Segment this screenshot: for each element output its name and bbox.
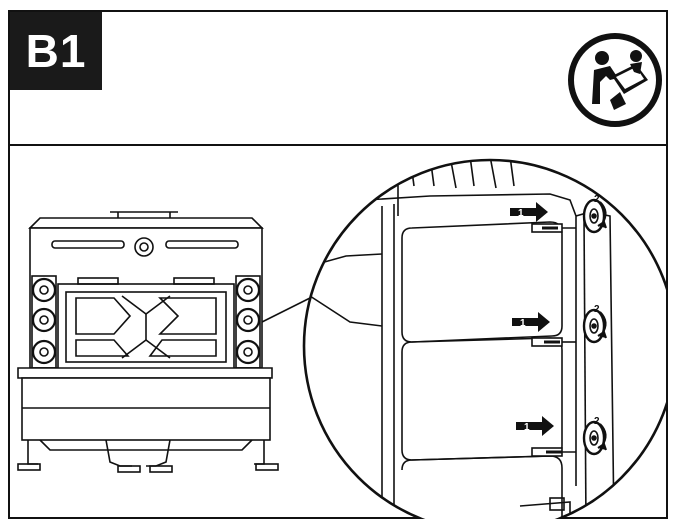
- zoom-circle-border: [302, 158, 666, 519]
- two-person-lift-icon: [568, 33, 662, 127]
- turn-arrow-label: 2: [594, 194, 600, 205]
- step-number-badge: B1: [10, 12, 102, 90]
- push-arrow-label: 1: [524, 422, 530, 433]
- push-arrow-label: 1: [520, 318, 526, 329]
- turn-arrow-top: 2: [594, 194, 607, 229]
- push-arrow-bottom: 1: [516, 416, 554, 436]
- appliance-unit: [17, 211, 279, 473]
- illustration-canvas: 1 1 1 2 2: [17, 158, 666, 519]
- instruction-panel: B1: [8, 10, 668, 519]
- turn-arrow-label: 2: [594, 304, 600, 315]
- step-header: B1: [10, 12, 666, 146]
- turn-arrow-bottom: 2: [594, 416, 607, 451]
- push-arrow-middle: 1: [512, 312, 550, 332]
- push-arrow-label: 1: [518, 208, 524, 219]
- zoom-leader-line: [261, 297, 311, 323]
- assembly-illustration: 1 1 1 2 2: [10, 146, 666, 519]
- turn-arrow-label: 2: [594, 416, 600, 427]
- turn-arrow-middle: 2: [594, 304, 607, 339]
- push-arrow-top: 1: [510, 202, 548, 222]
- zoom-detail: [304, 160, 666, 519]
